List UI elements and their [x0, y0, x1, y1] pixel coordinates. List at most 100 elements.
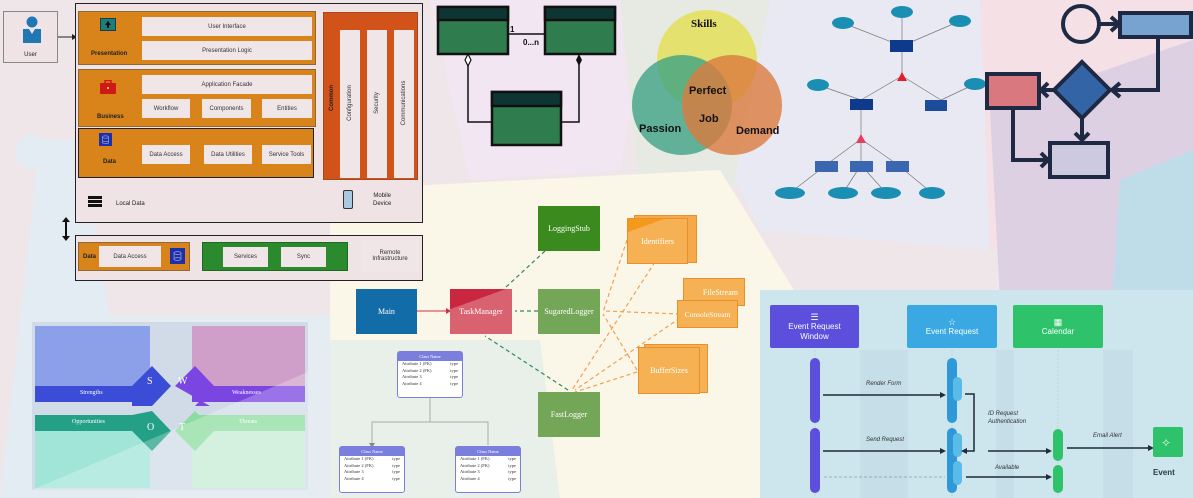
- class-attribute-row: Attribute 2 (FK)type: [344, 462, 400, 468]
- venn-circle-demand: [682, 55, 782, 155]
- class-box-child-right: Class Name Attribute 1 (FK)type Attribut…: [455, 446, 521, 493]
- lane-event-request: ☆ Event Request: [907, 305, 997, 348]
- swot-t-diamond: [175, 411, 214, 451]
- remote-database-icon: [170, 248, 185, 264]
- event-node: [1153, 427, 1183, 457]
- lane-calendar: ▦ Calendar: [1013, 305, 1103, 348]
- message-send-request: Send Request: [866, 437, 905, 443]
- mobile-label-line1: Mobile: [373, 193, 392, 199]
- remote-label-line2: Infrastructure: [372, 256, 408, 262]
- lane-label-line1: Event Request: [788, 322, 841, 332]
- sequence-diagram-marks: ✧: [810, 350, 1183, 498]
- swot-label-threats: Threats: [239, 419, 257, 425]
- swot-diagram: S W O T Strengths Weaknesses Opportuniti…: [32, 322, 308, 490]
- presentation-logic-box: Presentation Logic: [142, 41, 312, 60]
- aggregation-diamond-icon: [464, 52, 472, 68]
- venn-center-job: Job: [699, 113, 719, 125]
- er-hierarchy-diagram: [775, 6, 986, 199]
- user-arrow: [58, 34, 77, 40]
- entities-box: Entities: [262, 99, 312, 118]
- uml-association-diagram: 1 0...n: [436, 5, 617, 147]
- event-label: Event: [1153, 468, 1175, 477]
- venn-label-skills: Skills: [691, 18, 717, 30]
- swot-shapes: [32, 326, 308, 490]
- composition-diamond-icon: [576, 54, 582, 66]
- class-attribute-row: Attribute 2 (FK)type: [460, 462, 516, 468]
- local-data-icon: [88, 196, 102, 207]
- database-icon: [99, 133, 112, 146]
- swot-letter-o: O: [147, 422, 155, 433]
- mobile-device-icon: [343, 190, 353, 209]
- class-box-parent: Class Name Attribute 1 (FK)type Attribut…: [397, 351, 463, 398]
- services-box: Services: [223, 247, 268, 267]
- user-actor: User: [3, 11, 58, 63]
- uml-class-left: [436, 5, 510, 56]
- remote-label-line1: Remote: [379, 250, 401, 256]
- data-layer: Data Data Access Data Utilities Service …: [78, 128, 314, 178]
- node-sugaredlogger: SugaredLogger: [538, 289, 600, 334]
- services-group: Services Sync: [202, 242, 348, 271]
- business-label: Business: [97, 114, 124, 120]
- mobile-label-line2: Device: [373, 200, 392, 207]
- class-attribute-row: Attribute 2 (FK)type: [402, 367, 458, 373]
- venn-label-demand: Demand: [736, 125, 779, 137]
- calendar-icon: ▦: [1053, 316, 1063, 327]
- swot-label-strengths: Strengths: [80, 390, 103, 396]
- multiplicity-right: 0...n: [523, 38, 539, 47]
- sequence-lane-bg: [996, 350, 1014, 498]
- lane-label: Event Request: [925, 327, 979, 337]
- venn-diagram: Skills Passion Demand Perfect Job: [632, 10, 782, 155]
- uml-class-right: [543, 5, 617, 56]
- sequence-lane-bg: [860, 350, 908, 498]
- briefcase-icon: [100, 80, 116, 94]
- remote-data-access-box: Data Access: [99, 246, 161, 267]
- lane-event-request-window: ☰ Event Request Window: [770, 305, 859, 348]
- business-layer: Business Application Facade Workflow Com…: [78, 69, 316, 127]
- data-label: Data: [103, 159, 117, 165]
- local-data-label: Local Data: [116, 201, 145, 207]
- swot-w-diamond: [175, 366, 214, 406]
- composition-line: [561, 60, 580, 123]
- message-available: Available: [995, 465, 1020, 471]
- node-buffersizes: BufferSizes: [638, 347, 700, 394]
- swot-letter-s: S: [147, 376, 153, 387]
- activation-bar: [810, 428, 820, 493]
- er-attribute-ellipses: [775, 6, 986, 199]
- common-column: Common Configuration Security Communicat…: [323, 12, 418, 180]
- communications-column: Communications: [394, 30, 414, 178]
- remote-data-layer: Data Data Access: [78, 242, 190, 271]
- node-taskmanager: TaskManager: [450, 289, 512, 334]
- mobile-app-frame: Presentation User Interface Presentation…: [75, 3, 423, 223]
- swot-s-diamond: [132, 366, 171, 406]
- self-message-line1: ID Request: [988, 411, 1019, 417]
- self-message-line2: Authentication: [988, 418, 1027, 425]
- user-interface-box: User Interface: [142, 17, 312, 36]
- lane-label-line2: Window: [800, 331, 829, 341]
- swot-label-opportunities: Opportunities: [72, 419, 105, 425]
- components-box: Components: [202, 99, 251, 118]
- message-email-alert: Email Alert: [1093, 433, 1122, 439]
- clipboard-icon: ☰: [810, 312, 819, 323]
- mobile-device-label: Mobile Device: [373, 193, 391, 209]
- node-main: Main: [356, 289, 417, 334]
- data-access-box: Data Access: [142, 145, 190, 164]
- event-icon: ✧: [1161, 436, 1171, 450]
- process-box-red: [985, 72, 1041, 110]
- sequence-lane-bg: [1103, 350, 1133, 498]
- process-box-bottom: [1048, 141, 1110, 179]
- activation-bar: [810, 358, 820, 423]
- application-facade-box: Application Facade: [142, 75, 312, 94]
- class-hierarchy-connectors: [369, 398, 489, 448]
- process-box-top: [1118, 11, 1193, 39]
- remote-data-label: Data: [83, 254, 97, 260]
- swot-o-diamond: [132, 411, 171, 451]
- bidirectional-arrow-icon: [62, 217, 70, 241]
- swot-letter-w: W: [178, 376, 188, 387]
